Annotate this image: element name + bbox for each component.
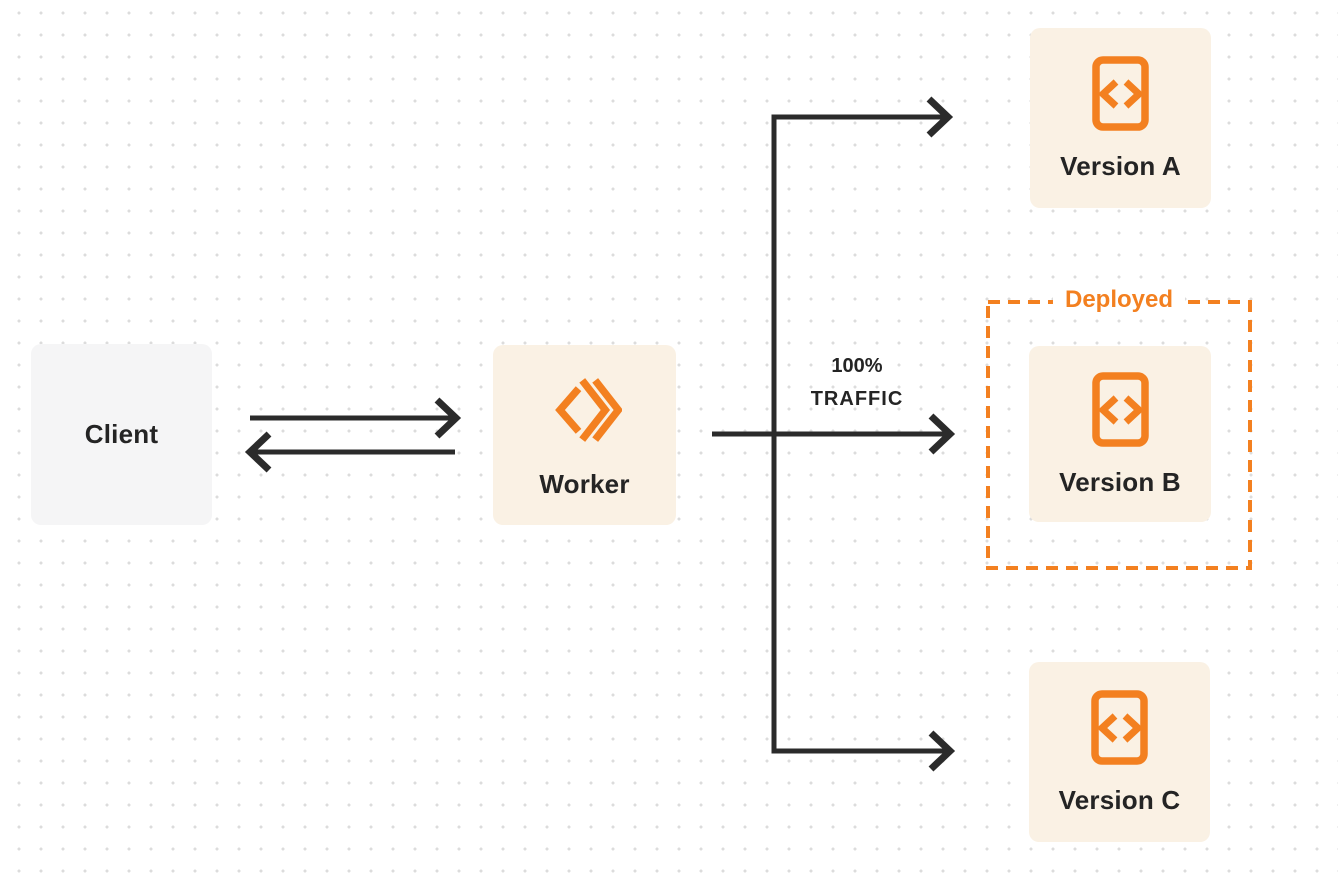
cloudflare-workers-icon	[548, 371, 623, 454]
traffic-percent: 100%	[831, 355, 883, 377]
deployed-label: Deployed	[1052, 284, 1186, 316]
traffic-annotation: 100% TRAFFIC	[787, 350, 927, 416]
version-b-node: Version B	[1029, 346, 1211, 522]
version-c-node: Version C	[1029, 662, 1210, 842]
arrow-branch-to-version-c	[771, 434, 956, 772]
deployed-container: Deployed	[986, 284, 1252, 570]
client-node: Client	[31, 344, 212, 525]
worker-node: Worker	[493, 345, 676, 525]
version-a-label: Version A	[1060, 150, 1181, 181]
worker-label: Worker	[539, 469, 630, 500]
version-b-label: Version B	[1059, 466, 1181, 497]
version-c-label: Version C	[1058, 784, 1181, 815]
arrow-worker-to-client	[244, 431, 455, 473]
version-a-node: Version A	[1030, 28, 1211, 208]
code-file-icon	[1092, 55, 1149, 136]
code-file-icon	[1091, 371, 1149, 452]
arrow-client-to-worker	[250, 397, 462, 439]
arrow-worker-to-version-b	[712, 413, 956, 455]
client-label: Client	[84, 419, 159, 450]
code-file-icon	[1091, 689, 1148, 770]
traffic-word: TRAFFIC	[810, 388, 904, 410]
